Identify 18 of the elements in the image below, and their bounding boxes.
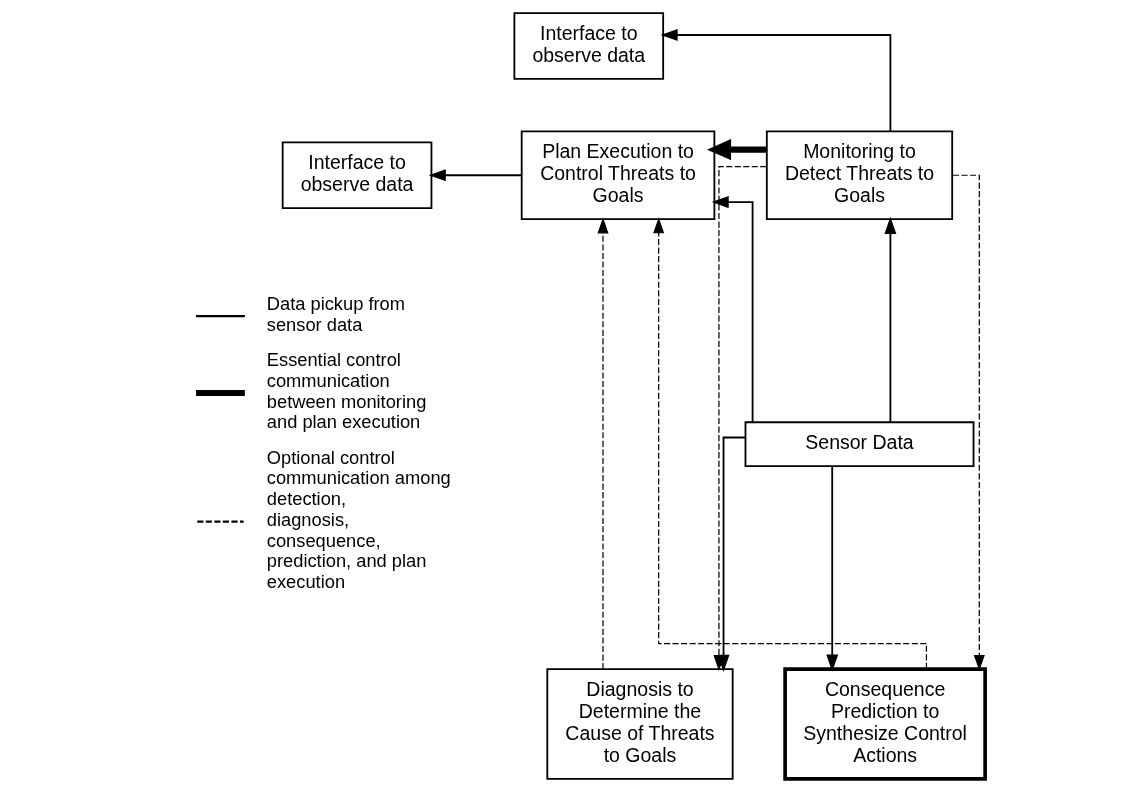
node-box: Monitoring to Detect Threats to Goals bbox=[765, 130, 953, 221]
node-box: Consequence Prediction to Synthesize Control Actions bbox=[782, 667, 987, 781]
legend-label: Data pickup from sensor data bbox=[266, 293, 405, 335]
legend-label: Optional control communication among detection, diagnosis, consequence, prediction, and plan execution bbox=[266, 446, 451, 593]
arrow bbox=[883, 216, 896, 424]
arrow bbox=[717, 436, 746, 672]
node-box: Interface to observe data bbox=[281, 141, 432, 210]
arrow bbox=[596, 217, 609, 670]
node-box: Plan Execution to Control Threats to Goals bbox=[520, 130, 715, 221]
arrow bbox=[825, 465, 838, 672]
arrow bbox=[428, 169, 522, 182]
arrow bbox=[951, 174, 985, 671]
arrow bbox=[711, 196, 753, 423]
node-box: Sensor Data bbox=[744, 421, 974, 468]
arrow bbox=[660, 29, 891, 133]
node-box: Diagnosis to Determine the Cause of Threats to Goals bbox=[545, 668, 734, 780]
legend-label: Essential control communication between monitoring and plan execution bbox=[266, 349, 426, 433]
node-box: Interface to observe data bbox=[512, 12, 664, 80]
